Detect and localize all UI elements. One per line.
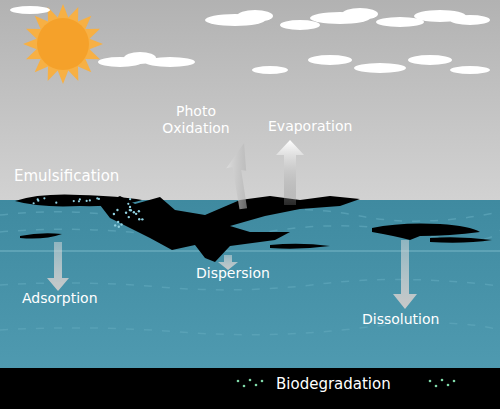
droplet	[255, 384, 258, 387]
seabed	[0, 368, 500, 409]
droplet	[118, 225, 120, 227]
adsorption-arrow	[47, 242, 69, 291]
droplet	[133, 211, 135, 213]
droplet	[135, 213, 137, 215]
dissolution-arrow	[393, 240, 417, 309]
droplet	[78, 200, 80, 202]
droplet	[435, 385, 438, 388]
sun	[23, 4, 103, 84]
droplet	[43, 197, 45, 199]
droplet	[129, 206, 131, 208]
sea	[0, 200, 500, 370]
droplet	[447, 384, 450, 387]
process-label: Emulsification	[14, 168, 119, 185]
droplet	[138, 218, 140, 220]
droplet	[117, 221, 119, 223]
droplet	[141, 218, 143, 220]
droplet	[130, 209, 132, 211]
droplet	[261, 380, 264, 383]
droplet	[129, 198, 131, 200]
droplet	[113, 213, 115, 215]
evaporation-arrow	[276, 140, 304, 205]
process-label: Dispersion	[196, 265, 270, 282]
droplet	[441, 379, 444, 382]
droplet	[120, 223, 122, 225]
sky	[0, 0, 500, 200]
clouds	[10, 6, 490, 74]
process-label: Dissolution	[362, 311, 439, 328]
droplet	[138, 210, 140, 212]
droplet	[73, 200, 75, 202]
droplet	[453, 380, 456, 383]
process-label: Evaporation	[268, 118, 352, 135]
droplet	[55, 202, 57, 204]
droplet	[127, 203, 129, 205]
photo-oxidation-arrow	[212, 143, 273, 212]
oil-slick	[15, 195, 492, 262]
process-label: Adsorption	[22, 290, 98, 307]
droplet	[86, 200, 88, 202]
droplet	[243, 385, 246, 388]
water-layer-line	[0, 250, 500, 252]
process-label: Photo Oxidation	[160, 103, 232, 137]
droplet	[429, 380, 432, 383]
droplet	[125, 212, 127, 214]
emulsion-droplets	[33, 197, 144, 228]
droplet	[116, 209, 118, 211]
wave-dashes	[0, 209, 500, 334]
droplet	[128, 216, 130, 218]
process-label: Biodegradation	[276, 376, 391, 393]
droplet	[89, 199, 91, 201]
droplet	[33, 202, 35, 204]
droplet	[98, 198, 100, 200]
droplet	[249, 379, 252, 382]
droplet	[114, 224, 116, 226]
droplet	[37, 200, 39, 202]
droplet	[237, 380, 240, 383]
droplet	[79, 198, 81, 200]
